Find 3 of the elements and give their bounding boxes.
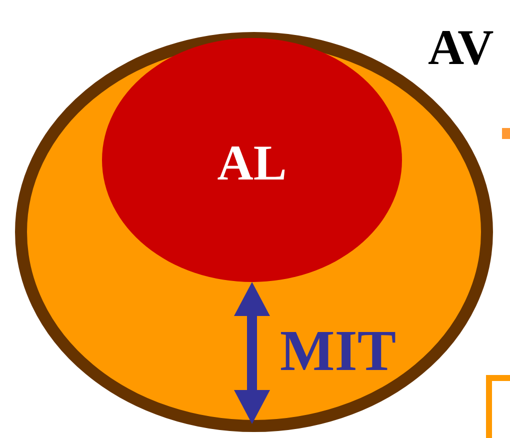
dimension-label: MIT [280,322,396,380]
heading-text: AV [428,22,494,72]
node-label: AL [217,138,287,188]
